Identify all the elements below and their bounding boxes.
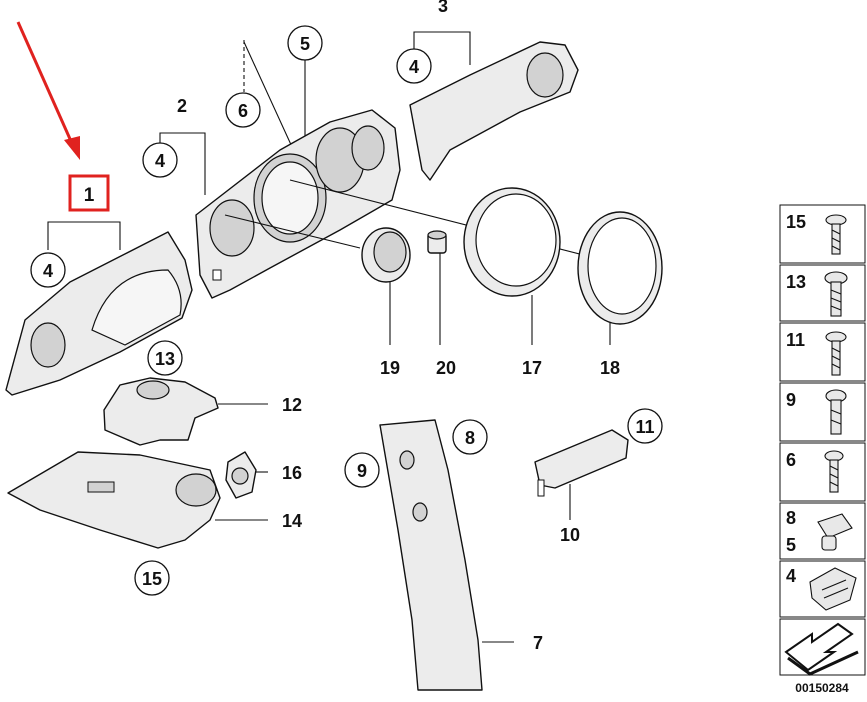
callout-4-middle[interactable]: 4	[142, 142, 178, 178]
svg-text:5: 5	[786, 535, 796, 555]
svg-text:9: 9	[786, 390, 796, 410]
callout-3-bracket	[413, 31, 471, 65]
callout-7[interactable]: 7	[533, 633, 543, 653]
ring-part-19[interactable]	[361, 227, 411, 283]
svg-text:11: 11	[635, 417, 654, 437]
callout-4-left[interactable]: 4	[30, 252, 66, 288]
svg-text:4: 4	[43, 261, 53, 281]
upper-steering-cover[interactable]	[103, 377, 219, 446]
screw-icon	[824, 271, 848, 317]
callout-19[interactable]: 19	[380, 358, 400, 378]
handle-part-10[interactable]	[534, 429, 629, 497]
svg-text:15: 15	[786, 212, 806, 232]
spring-clip-icon	[809, 567, 857, 611]
callout-2-bracket	[159, 132, 206, 195]
legend-row-15[interactable]	[779, 204, 866, 264]
legend-row-13[interactable]	[779, 264, 866, 322]
ring-part-17[interactable]	[463, 187, 561, 297]
callout-5[interactable]: 5	[287, 25, 323, 61]
callout-17[interactable]: 17	[522, 358, 542, 378]
switch-housing-part-16[interactable]	[225, 451, 257, 499]
svg-text:13: 13	[155, 349, 175, 369]
fastener-legend: 15 13 11 9 6	[779, 204, 866, 695]
svg-text:8: 8	[786, 508, 796, 528]
legend-row-9[interactable]	[779, 382, 866, 442]
callout-14[interactable]: 14	[282, 511, 302, 531]
right-trim-panel[interactable]	[409, 41, 579, 181]
screw-icon	[825, 331, 847, 376]
screw-icon	[825, 214, 847, 255]
legend-row-6[interactable]	[779, 442, 866, 502]
callout-1-bracket	[47, 221, 121, 250]
callout-11[interactable]: 11	[627, 408, 663, 444]
diagram-id: 00150284	[795, 681, 849, 695]
callout-1-label: 1	[84, 185, 95, 206]
legend-row-11[interactable]	[779, 322, 866, 382]
callout-4-right[interactable]: 4	[396, 48, 432, 84]
callout-20[interactable]: 20	[436, 358, 456, 378]
left-trim-panel[interactable]	[5, 231, 193, 396]
clip-nut-icon	[817, 513, 853, 551]
red-arrow-icon	[16, 21, 80, 160]
svg-text:11: 11	[786, 330, 805, 350]
callout-13[interactable]: 13	[147, 340, 183, 376]
svg-text:6: 6	[238, 101, 248, 121]
svg-text:5: 5	[300, 34, 310, 54]
svg-text:15: 15	[142, 569, 162, 589]
callout-6[interactable]: 6	[225, 92, 261, 128]
lower-steering-cover[interactable]	[7, 451, 221, 549]
a-pillar-trim[interactable]	[379, 419, 483, 691]
callout-10[interactable]: 10	[560, 525, 580, 545]
ring-part-18[interactable]	[577, 211, 663, 325]
instrument-cluster-housing[interactable]	[195, 109, 401, 299]
callout-12[interactable]: 12	[282, 395, 302, 415]
callout-15[interactable]: 15	[134, 560, 170, 596]
orientation-arrow-icon	[784, 622, 859, 676]
svg-text:4: 4	[786, 566, 796, 586]
callout-1-highlighted[interactable]: 1	[68, 174, 110, 212]
svg-text:4: 4	[409, 57, 419, 77]
svg-text:13: 13	[786, 272, 806, 292]
svg-text:4: 4	[155, 151, 165, 171]
svg-text:6: 6	[786, 450, 796, 470]
callout-18[interactable]: 18	[600, 358, 620, 378]
svg-text:8: 8	[465, 428, 475, 448]
callout-3-label[interactable]: 3	[438, 0, 448, 16]
svg-text:9: 9	[357, 461, 367, 481]
screw-icon	[825, 389, 847, 435]
callout-2-label[interactable]: 2	[177, 96, 187, 116]
callout-16[interactable]: 16	[282, 463, 302, 483]
callout-9[interactable]: 9	[344, 452, 380, 488]
bushing-part-20[interactable]	[427, 230, 447, 254]
callout-8[interactable]: 8	[452, 419, 488, 455]
screw-icon	[824, 450, 844, 493]
